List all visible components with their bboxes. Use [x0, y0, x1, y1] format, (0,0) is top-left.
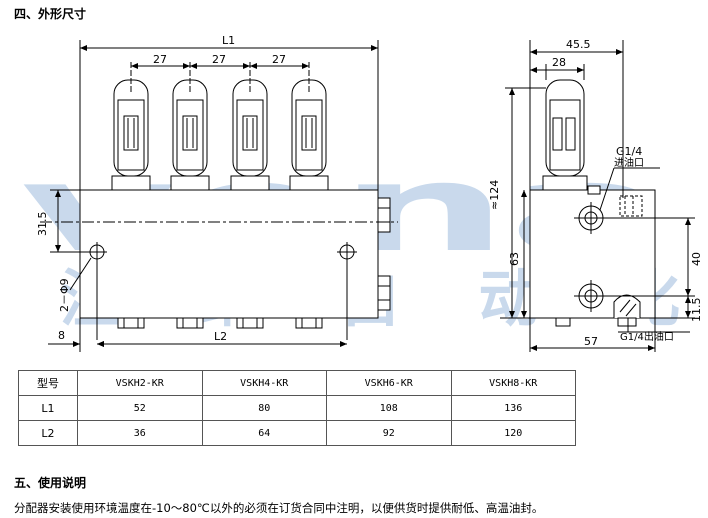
- label-height-31-5: 31.5: [36, 212, 49, 237]
- label-holes: 2－Φ9: [58, 278, 71, 312]
- indicator-3: [230, 79, 270, 329]
- label-pitch-2: 27: [212, 53, 226, 66]
- label-l1: L1: [222, 34, 235, 47]
- indicator-2: [170, 79, 210, 329]
- label-offset-8: 8: [58, 329, 65, 342]
- table-cell: 36: [77, 420, 203, 446]
- table-row: L2 36 64 92 120: [18, 420, 576, 446]
- table-cell: 92: [326, 420, 452, 446]
- label-pitch-3: 27: [272, 53, 286, 66]
- distributor-body: [79, 189, 379, 319]
- table-cell: L2: [18, 420, 78, 446]
- table-cell: VSKH8-KR: [450, 370, 576, 396]
- table-cell: 136: [450, 395, 576, 421]
- section-heading-dimensions: 四、外形尺寸: [14, 7, 87, 21]
- table-cell: VSKH6-KR: [326, 370, 452, 396]
- table-cell: VSKH2-KR: [77, 370, 203, 396]
- table-cell: 型号: [18, 370, 78, 396]
- table-cell: 108: [326, 395, 452, 421]
- section-heading-usage: 五、使用说明: [14, 476, 87, 490]
- label-height-11-5: 11.5: [690, 298, 703, 323]
- table-cell: VSKH4-KR: [201, 370, 327, 396]
- table-cell: 52: [77, 395, 203, 421]
- label-width-57: 57: [584, 335, 598, 348]
- table-row: L1 52 80 108 136: [18, 395, 576, 421]
- label-width-45-5: 45.5: [566, 38, 591, 51]
- side-view: [500, 40, 695, 352]
- table-cell: 80: [201, 395, 327, 421]
- table-header-row: 型号 VSKH2-KR VSKH4-KR VSKH6-KR VSKH8-KR: [18, 370, 576, 396]
- side-boss-top: [377, 197, 391, 233]
- side-boss-bottom: [377, 275, 391, 311]
- usage-note: 分配器安装使用环境温度在-10～80℃以外的必须在订货合同中注明，以便供货时提供…: [14, 501, 544, 515]
- front-view: [40, 40, 398, 352]
- label-height-63: 63: [508, 252, 521, 266]
- label-outlet: G1/4出油口: [620, 330, 674, 343]
- table-cell: L1: [18, 395, 78, 421]
- label-inlet-cn: 进油口: [614, 156, 644, 169]
- technical-drawing: vena 温纳自动化: [20, 34, 703, 352]
- label-inlet: G1/4: [616, 145, 642, 158]
- table-cell: 120: [450, 420, 576, 446]
- label-width-28: 28: [552, 56, 566, 69]
- spec-table: 型号 VSKH2-KR VSKH4-KR VSKH6-KR VSKH8-KR L…: [18, 370, 576, 446]
- indicator-1: [111, 79, 151, 329]
- label-pitch-1: 27: [153, 53, 167, 66]
- table-cell: 64: [201, 420, 327, 446]
- label-height-40: 40: [690, 252, 703, 266]
- label-l2: L2: [214, 330, 227, 343]
- label-height-124: ≈124: [488, 180, 501, 210]
